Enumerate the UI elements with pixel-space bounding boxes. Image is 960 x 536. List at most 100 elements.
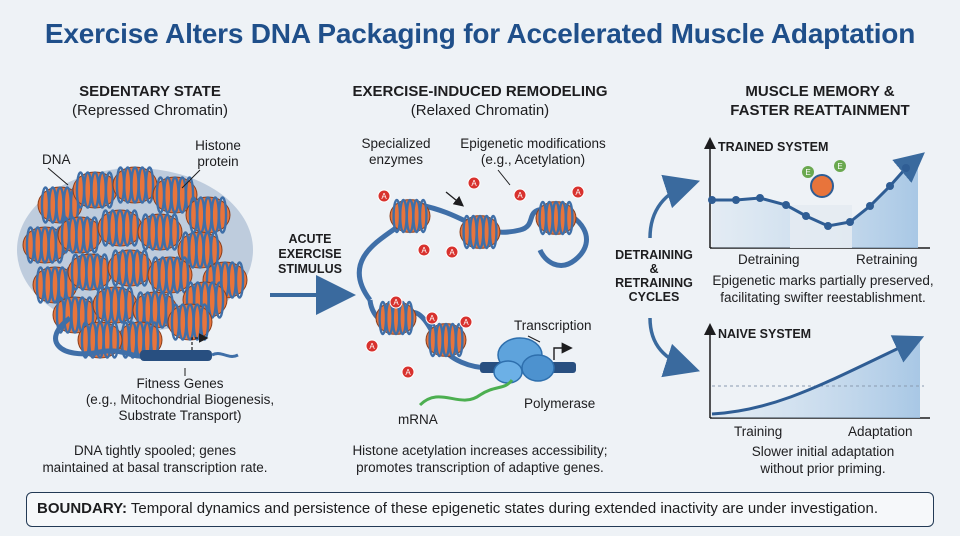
polymerase-label: Polymerase bbox=[524, 396, 596, 411]
fitness-genes-example-1: (e.g., Mitochondrial Biogenesis, bbox=[85, 392, 275, 407]
trained-area bbox=[712, 158, 918, 248]
epigenetic-mark-2 bbox=[834, 160, 846, 172]
histone-pointer bbox=[181, 169, 201, 189]
trained-point-9 bbox=[886, 182, 894, 190]
acetyl-mark-11: A bbox=[425, 311, 439, 325]
relaxed-histone-2 bbox=[459, 214, 501, 250]
svg-text:A: A bbox=[463, 318, 469, 327]
trained-caption-2: facilitating swifter reestablishment. bbox=[720, 290, 926, 305]
condensed-histone-15 bbox=[147, 256, 193, 294]
transcription-pointer bbox=[527, 335, 541, 343]
fitness-gene-bar bbox=[140, 350, 212, 361]
dna-pointer bbox=[47, 167, 69, 186]
acetyl-mark-7: A bbox=[389, 295, 403, 309]
enzymes-label-1: Specialized bbox=[361, 136, 431, 151]
polymerase-blob-3 bbox=[493, 360, 523, 384]
dna-label: DNA bbox=[42, 152, 71, 167]
naive-system-title: NAIVE SYSTEM bbox=[718, 327, 812, 341]
stimulus-label: ACUTE EXERCISE STIMULUS bbox=[268, 232, 352, 277]
condensed-histone-2 bbox=[72, 171, 118, 209]
epigenetic-label-2: (e.g., Acetylation) bbox=[480, 152, 586, 167]
memory-heading-1: MUSCLE MEMORY & bbox=[745, 83, 895, 100]
sedentary-subheading: (Repressed Chromatin) bbox=[72, 102, 228, 119]
svg-text:A: A bbox=[369, 342, 375, 351]
cycles-label: DETRAINING & RETRAINING CYCLES bbox=[606, 248, 702, 304]
dna-end bbox=[211, 352, 239, 358]
trained-point-5 bbox=[802, 212, 810, 220]
mrna-label: mRNA bbox=[398, 412, 438, 427]
trained-point-4 bbox=[782, 201, 790, 209]
gene-start-arrow bbox=[191, 333, 209, 350]
histone-label-2: protein bbox=[197, 154, 239, 169]
acetyl-mark-3: A bbox=[467, 176, 481, 190]
acetyl-mark-8: A bbox=[365, 339, 379, 353]
naive-x-label-adaptation: Adaptation bbox=[848, 424, 913, 439]
cycle-arrow-down bbox=[648, 317, 700, 378]
svg-text:A: A bbox=[405, 368, 411, 377]
svg-text:A: A bbox=[575, 188, 581, 197]
trained-caption-1: Epigenetic marks partially preserved, bbox=[712, 273, 934, 288]
naive-caption-2: without prior priming. bbox=[760, 461, 886, 476]
relaxed-histones bbox=[375, 198, 577, 358]
boundary-text: Temporal dynamics and persistence of the… bbox=[127, 500, 878, 517]
sedentary-caption-2: maintained at basal transcription rate. bbox=[42, 460, 268, 475]
condensed-histone-5 bbox=[185, 196, 231, 234]
svg-text:A: A bbox=[421, 246, 427, 255]
acetyl-mark-9: A bbox=[401, 365, 415, 379]
condensed-histone-14 bbox=[107, 249, 153, 287]
svg-text:A: A bbox=[517, 191, 523, 200]
condensed-histone-13 bbox=[67, 253, 113, 291]
dna-tail bbox=[53, 315, 141, 359]
stimulus-line-1: ACUTE bbox=[288, 232, 332, 246]
naive-caption-1: Slower initial adaptation bbox=[751, 444, 895, 459]
naive-x-label-training: Training bbox=[734, 424, 783, 439]
condensed-histone-7 bbox=[57, 216, 103, 254]
histone-label-1: Histone bbox=[195, 138, 241, 153]
acetyl-mark-2: A bbox=[417, 243, 431, 257]
trained-system-chart: E E bbox=[704, 137, 930, 249]
condensed-histone-8 bbox=[97, 209, 143, 247]
boundary-note: BOUNDARY: Temporal dynamics and persiste… bbox=[26, 492, 934, 527]
transcription-label: Transcription bbox=[514, 318, 592, 333]
cycle-arrow-up bbox=[648, 174, 700, 239]
boundary-label: BOUNDARY: bbox=[37, 500, 127, 517]
remodeling-heading: EXERCISE-INDUCED REMODELING bbox=[352, 83, 608, 100]
cycles-line-4: CYCLES bbox=[628, 290, 680, 304]
trained-point-10 bbox=[902, 164, 910, 172]
acetyl-mark-5: A bbox=[445, 245, 459, 259]
acetylation-marks: A A A A A A A A A A A bbox=[365, 176, 585, 379]
trained-point-6 bbox=[824, 222, 832, 230]
trained-point-7 bbox=[846, 218, 854, 226]
naive-area bbox=[712, 338, 920, 418]
acetyl-mark-6: A bbox=[571, 185, 585, 199]
stimulus-line-3: STIMULUS bbox=[278, 262, 342, 276]
svg-text:A: A bbox=[449, 248, 455, 257]
trained-histone bbox=[810, 174, 834, 198]
naive-system-chart bbox=[704, 323, 930, 419]
trained-system-title: TRAINED SYSTEM bbox=[718, 140, 829, 154]
trained-x-label-detraining: Detraining bbox=[738, 252, 800, 267]
sedentary-caption-1: DNA tightly spooled; genes bbox=[73, 443, 237, 458]
trained-point-3 bbox=[756, 194, 764, 202]
relaxed-chromatin: A A A A A A A A A A A bbox=[356, 176, 589, 379]
trained-point-1 bbox=[708, 196, 716, 204]
remodeling-caption-1: Histone acetylation increases accessibil… bbox=[352, 443, 608, 458]
relaxed-histone-4 bbox=[375, 300, 417, 336]
relaxed-histone-5 bbox=[425, 322, 467, 358]
trained-x-label-retraining: Retraining bbox=[856, 252, 918, 267]
epigenetic-mark-2-letter: E bbox=[837, 162, 842, 171]
condensed-histone-9 bbox=[137, 213, 183, 251]
acetyl-mark-1: A bbox=[377, 189, 391, 203]
enzymes-label-2: enzymes bbox=[368, 152, 424, 167]
condensed-histone-12 bbox=[32, 266, 78, 304]
acetyl-mark-10: A bbox=[459, 315, 473, 329]
mrna-strand bbox=[418, 379, 514, 407]
condensed-histone-6 bbox=[22, 226, 68, 264]
naive-curve bbox=[711, 335, 925, 416]
stimulus-line-2: EXERCISE bbox=[278, 247, 342, 261]
epigenetic-mark-1-letter: E bbox=[805, 168, 810, 177]
relaxed-histone-1 bbox=[389, 198, 431, 234]
transcription-start-arrow bbox=[553, 342, 573, 360]
page-title: Exercise Alters DNA Packaging for Accele… bbox=[44, 18, 916, 49]
